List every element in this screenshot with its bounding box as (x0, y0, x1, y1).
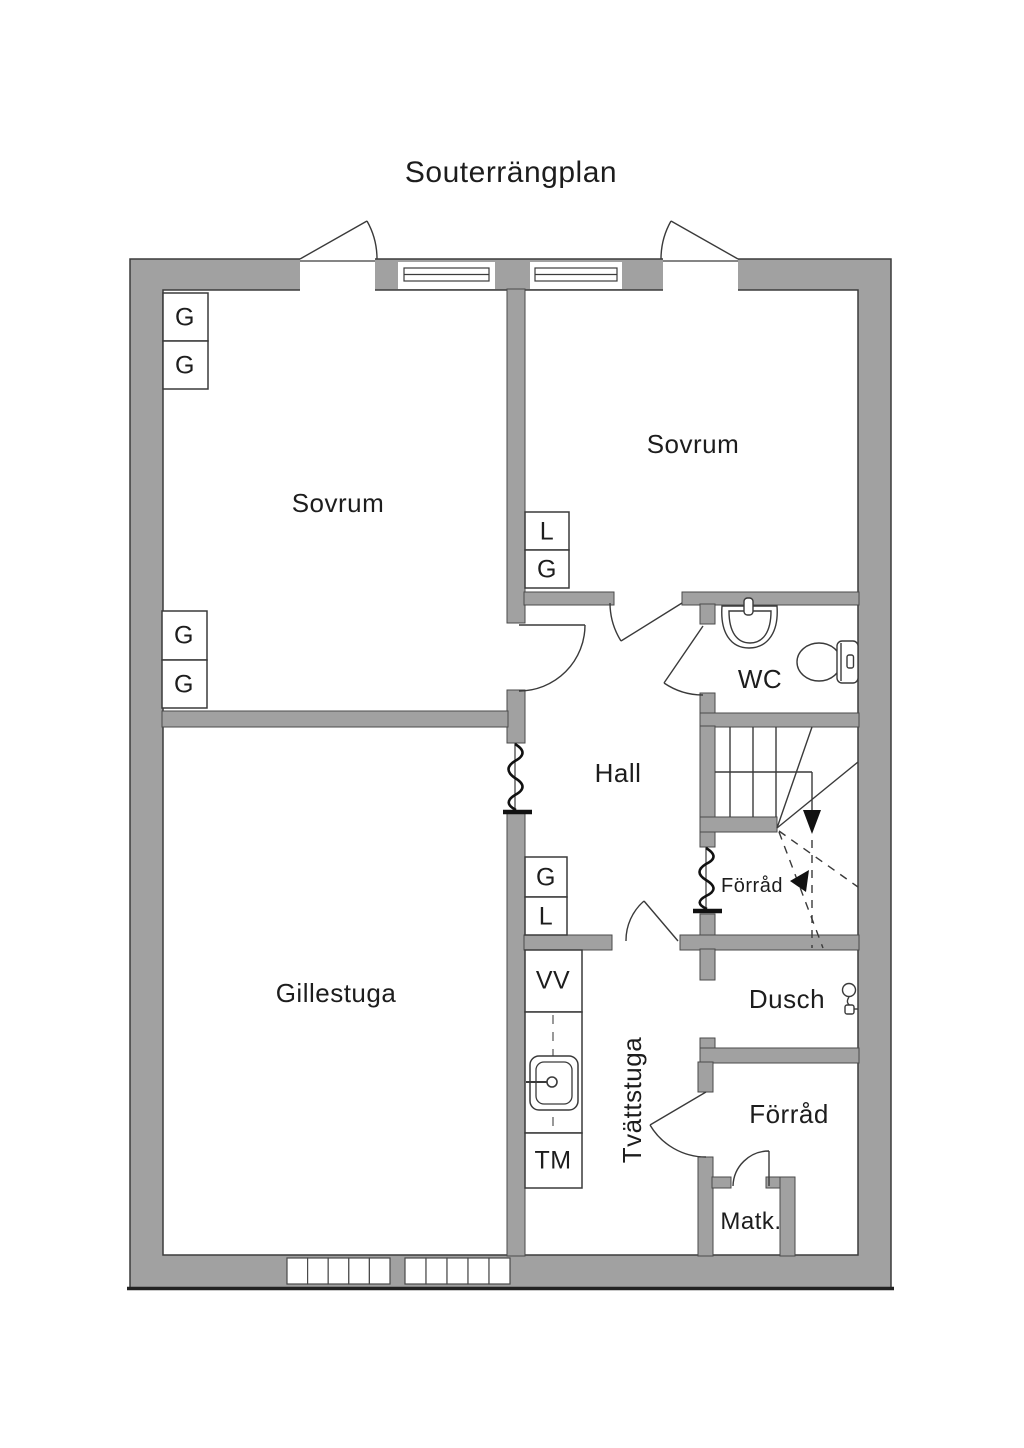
closet-label: L (539, 517, 555, 546)
room-label-forrad-stair: Förråd (721, 875, 783, 897)
door-tvattstuga (625, 900, 679, 942)
entry-door-right (660, 220, 739, 260)
sink-icon (721, 597, 778, 649)
coil-door-forrad (698, 846, 715, 911)
shower-icon (841, 982, 858, 1015)
interior-walls (161, 288, 860, 1257)
closet-label: G (536, 863, 556, 892)
door-forrad (649, 1091, 707, 1158)
room-label-gillestuga: Gillestuga (275, 978, 397, 1008)
closet-label: G (175, 351, 195, 380)
closet-label: L (538, 902, 554, 931)
room-label-hall: Hall (594, 758, 642, 788)
water-heater-label: VV (535, 966, 571, 995)
washing-machine-label: TM (534, 1146, 572, 1175)
entry-door-opening-right (663, 257, 738, 292)
outer-walls (127, 257, 894, 1291)
window-right (530, 262, 622, 289)
staircase (715, 726, 859, 949)
closet-label: G (537, 555, 557, 584)
stairs-up-arrow (790, 870, 809, 892)
folding-door-symbols (503, 742, 722, 914)
coil-door-gillestuga (507, 742, 524, 812)
closet-label: G (174, 621, 194, 650)
water-heater-box (524, 949, 583, 1013)
toilet-icon (796, 640, 859, 684)
washing-machine-box (524, 1132, 583, 1189)
stairs-down-arrow (803, 810, 821, 834)
entry-door-opening-left (300, 257, 375, 292)
room-label-sovrum-left: Sovrum (291, 488, 385, 518)
room-label-sovrum-right: Sovrum (646, 429, 740, 459)
window-left (398, 262, 495, 289)
door-matkallare (732, 1150, 770, 1187)
laundry-sink-icon (526, 1015, 579, 1130)
door-sovrum-right (609, 602, 683, 642)
room-label-dusch: Dusch (748, 984, 826, 1014)
basement-windows (286, 1257, 511, 1285)
room-label-tvattstuga: Tvättstuga (617, 1036, 647, 1164)
entry-door-left (299, 220, 378, 260)
plan-title: Souterrängplan (404, 156, 618, 189)
room-label-wc: WC (737, 664, 783, 694)
room-label-forrad: Förråd (749, 1099, 829, 1129)
door-wc (663, 625, 704, 696)
closet-label: G (174, 670, 194, 699)
closet-label: G (175, 303, 195, 332)
room-label-matkallare: Matk. (720, 1208, 782, 1235)
door-swings (299, 220, 770, 1187)
door-sovrum-left (518, 624, 586, 692)
